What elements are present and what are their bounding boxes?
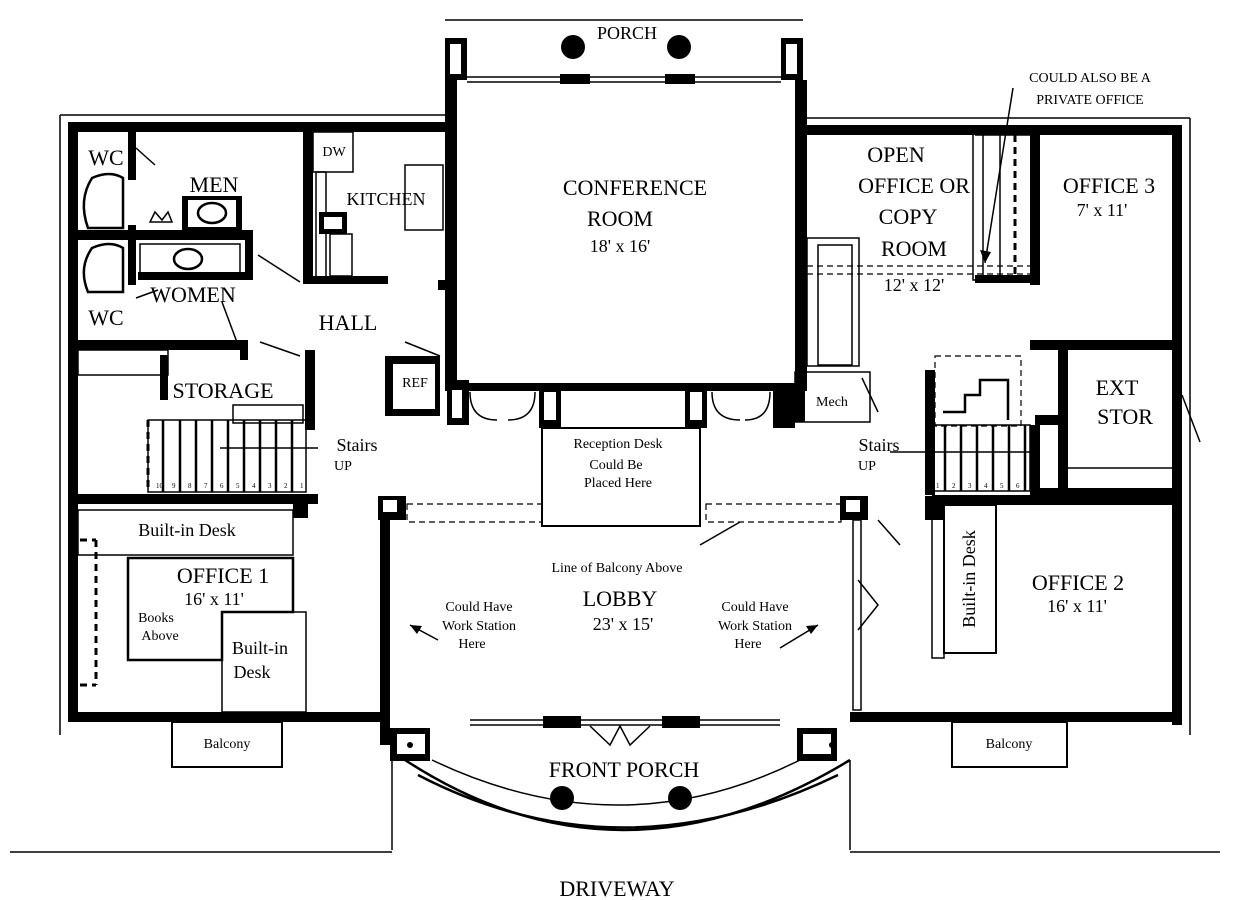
office2-walls bbox=[840, 495, 1182, 711]
restroom-fixtures bbox=[82, 147, 301, 357]
conference-label: CONFERENCE bbox=[563, 175, 707, 200]
refrigerator-label: REF bbox=[402, 376, 428, 391]
stair-step-number: 9 bbox=[172, 482, 176, 490]
right-wing-walls bbox=[794, 87, 1201, 498]
conference-label-2: ROOM bbox=[587, 206, 653, 231]
front-porch-label: FRONT PORCH bbox=[549, 757, 700, 782]
open-office-label-1: OPEN bbox=[867, 142, 925, 167]
balcony-right-label: Balcony bbox=[986, 737, 1033, 752]
urinal-icon bbox=[148, 210, 174, 223]
stair-step-number: 4 bbox=[252, 482, 256, 490]
exterior-walls bbox=[68, 80, 1182, 747]
stair-step-number: 3 bbox=[968, 482, 972, 490]
stair-step-number: 7 bbox=[204, 482, 208, 490]
conference-size: 18' x 16' bbox=[590, 236, 651, 256]
open-office-label-2: OFFICE OR bbox=[858, 173, 970, 198]
conference-front bbox=[445, 380, 807, 527]
builtin-desk-top-label: Built-in Desk bbox=[138, 520, 236, 540]
balcony-left-label: Balcony bbox=[204, 737, 251, 752]
driveway-label: DRIVEWAY bbox=[559, 876, 674, 900]
storage-label: STORAGE bbox=[172, 378, 273, 403]
porch-column bbox=[667, 35, 691, 59]
reception-desk-label-3: Placed Here bbox=[584, 476, 652, 491]
dishwasher-label: DW bbox=[322, 145, 346, 160]
sink-icon bbox=[172, 247, 204, 271]
office1-size: 16' x 11' bbox=[184, 589, 244, 609]
stair-step-number: 6 bbox=[220, 482, 224, 490]
stair-step-number: 8 bbox=[188, 482, 192, 490]
stair-step-number: 4 bbox=[984, 482, 988, 490]
front-porch bbox=[390, 728, 851, 850]
open-office-label-4: ROOM bbox=[881, 236, 947, 261]
builtin-desk-vertical-label: Built-in Desk bbox=[959, 530, 979, 628]
stair-step-number: 1 bbox=[936, 482, 940, 490]
rear-porch bbox=[445, 19, 803, 84]
open-office-label-3: COPY bbox=[879, 204, 938, 229]
porch-column bbox=[550, 786, 574, 810]
books-label-2: Above bbox=[141, 629, 178, 644]
stair-step-number: 5 bbox=[236, 482, 240, 490]
sink-icon bbox=[196, 201, 228, 225]
mech-label: Mech bbox=[816, 395, 848, 410]
stair-step-number: 3 bbox=[268, 482, 272, 490]
reception-desk-label-1: Reception Desk bbox=[573, 437, 662, 452]
office2-size: 16' x 11' bbox=[1047, 596, 1107, 616]
builtin-desk-bottom-label-2: Desk bbox=[234, 662, 271, 682]
wc-label-top: WC bbox=[88, 145, 123, 170]
builtin-desk-bottom-label-1: Built-in bbox=[232, 638, 288, 658]
toilet-icon bbox=[82, 172, 125, 230]
workstation-right-3: Here bbox=[734, 637, 761, 652]
private-office-note-2: PRIVATE OFFICE bbox=[1036, 93, 1144, 108]
balcony-right bbox=[951, 721, 1068, 768]
stair-step-number: 2 bbox=[284, 482, 288, 490]
stair-step-number: 2 bbox=[952, 482, 956, 490]
porch-label: PORCH bbox=[597, 23, 657, 43]
private-office-note: COULD ALSO BE A bbox=[1029, 71, 1152, 86]
ext-stor-label-2: STOR bbox=[1097, 404, 1153, 429]
reception-desk-label-2: Could Be bbox=[589, 458, 642, 473]
stair-step-number: 10 bbox=[156, 482, 164, 490]
kitchen-label: KITCHEN bbox=[347, 189, 426, 209]
porch-column bbox=[561, 35, 585, 59]
office3-label: OFFICE 3 bbox=[1063, 173, 1155, 198]
workstation-arrows bbox=[409, 624, 819, 649]
toilet-icon bbox=[82, 242, 125, 294]
balcony-left bbox=[171, 721, 283, 768]
stair-step-number: 1 bbox=[300, 482, 304, 490]
open-office-size: 12' x 12' bbox=[884, 275, 945, 295]
workstation-left-1: Could Have bbox=[445, 600, 512, 615]
balconies bbox=[171, 721, 1068, 768]
stair-step-numbers-left: 10 9 8 7 6 5 4 3 2 1 bbox=[156, 482, 304, 490]
office1-label: OFFICE 1 bbox=[177, 563, 269, 588]
left-stairs bbox=[146, 419, 318, 493]
books-label-1: Books bbox=[138, 611, 174, 626]
stairs-left-label: Stairs bbox=[336, 435, 377, 455]
office1-furniture bbox=[77, 509, 307, 713]
hall-label: HALL bbox=[319, 310, 378, 335]
stair-step-number: 5 bbox=[1000, 482, 1004, 490]
workstation-left-2: Work Station bbox=[442, 619, 516, 634]
men-label: MEN bbox=[190, 172, 239, 197]
ext-stor-label-1: EXT bbox=[1096, 375, 1139, 400]
stairs-right-up: UP bbox=[858, 459, 876, 474]
workstation-left-3: Here bbox=[458, 637, 485, 652]
lobby-size: 23' x 15' bbox=[593, 614, 654, 634]
office3-size: 7' x 11' bbox=[1077, 200, 1128, 220]
porch-column bbox=[668, 786, 692, 810]
right-stairs bbox=[890, 424, 1031, 492]
stair-step-numbers-right: 1 2 3 4 5 6 bbox=[936, 482, 1020, 490]
stairs-left-up: UP bbox=[334, 459, 352, 474]
women-label: WOMEN bbox=[150, 282, 236, 307]
stairs-right-label: Stairs bbox=[858, 435, 899, 455]
workstation-right-2: Work Station bbox=[718, 619, 792, 634]
left-wing-walls bbox=[68, 131, 448, 745]
wc-label-bottom: WC bbox=[88, 305, 123, 330]
balcony-line-label: Line of Balcony Above bbox=[551, 561, 682, 576]
workstation-right-1: Could Have bbox=[721, 600, 788, 615]
stair-step-number: 6 bbox=[1016, 482, 1020, 490]
office2-label: OFFICE 2 bbox=[1032, 570, 1124, 595]
lobby-label: LOBBY bbox=[583, 586, 658, 611]
